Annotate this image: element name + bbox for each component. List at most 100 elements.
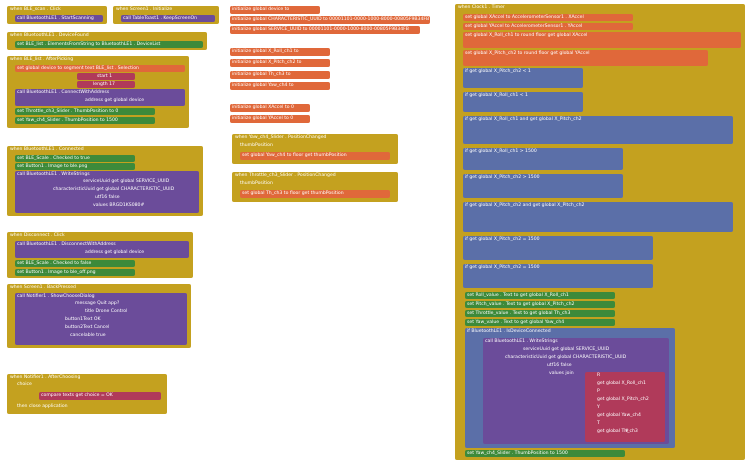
init-label: initialize global YAccel to 0 [232, 116, 294, 121]
service-label: serviceUuid get global SERVICE_UUID [523, 347, 610, 352]
connected-event[interactable]: when BluetoothLE1 . Connected set BLE_Sc… [7, 146, 203, 216]
yaw-slider-changed-event[interactable]: when Yaw_ch4_Slider . PositionChanged th… [232, 134, 398, 164]
if-block-4[interactable]: if get global X_Roll_ch1 > 1500 [463, 148, 623, 170]
after-choosing-event[interactable]: when Notifier1 . AfterChoosing choice co… [7, 374, 167, 414]
init-label: initialize global Th_ch3 to [232, 72, 291, 77]
init-throttle[interactable]: initialize global Th_ch3 to [230, 71, 330, 79]
keep-screen-on-call[interactable]: call TableToast1 . KeepScreenOn [121, 15, 215, 22]
if-label: if get global X_Pitch_ch2 > 1500 [465, 175, 540, 180]
screen-initialize-event[interactable]: when Screen1 . Initialize call TableToas… [113, 6, 219, 24]
init-roll[interactable]: initialize global X_Roll_ch1 to [230, 48, 330, 56]
start-scanning-call[interactable]: call BluetoothLE1 . StartScanning [15, 15, 103, 22]
if-block-2[interactable]: if get global X_Roll_ch1 < 1 [463, 92, 583, 112]
values-label: values join [549, 371, 574, 376]
back-pressed-event[interactable]: when Screen1 . BackPressed call Notifier… [7, 284, 191, 348]
set-elements-block[interactable]: set BLE_list . ElementsFromString to Blu… [15, 41, 203, 48]
char-label: characteristicUuid get global CHARACTERI… [53, 187, 175, 192]
write-strings-call[interactable]: call BluetoothLE1 . WriteStrings service… [483, 338, 669, 444]
init-pitch[interactable]: initialize global X_Pitch_ch2 to [230, 59, 330, 67]
after-picking-event[interactable]: when BLE_list . AfterPicking set global … [7, 56, 189, 128]
init-device[interactable]: initialize global device to [230, 6, 320, 14]
init-yaccel[interactable]: initialize global YAccel to 0 [230, 115, 310, 123]
set-checked-block[interactable]: set BLE_Scale . Checked to true [15, 155, 135, 162]
then-label: then close application [17, 404, 68, 409]
event-label: when Yaw_ch4_Slider . PositionChanged [235, 135, 327, 140]
set-image-block[interactable]: set Button1 . Image to ble.png [15, 163, 135, 170]
throttle-slider-changed-event[interactable]: when Throttle_ch3_Slider . PositionChang… [232, 172, 398, 202]
segment-start[interactable]: start 1 [77, 73, 135, 80]
length-label: length 17 [93, 81, 115, 87]
set-roll-block[interactable]: set global X_Roll_ch1 to round floor get… [463, 32, 741, 48]
set-yaw-thumb[interactable]: set Yaw_ch4_Slider . ThumbPosition to 15… [15, 117, 155, 124]
device-found-event[interactable]: when BluetoothLE1 . DeviceFound set BLE_… [7, 32, 207, 50]
set-throttle-thumb[interactable]: set Throttle_ch3_Slider . ThumbPosition … [15, 108, 155, 115]
set-label: set global YAccel to AccelerometerSensor… [465, 23, 583, 29]
if-block-7[interactable]: if get global X_Pitch_ch2 = 1500 [463, 236, 653, 260]
set-xaccel-block[interactable]: set global XAccel to AccelerometerSensor… [463, 14, 633, 21]
join-item: T [597, 421, 600, 426]
set-device-block[interactable]: set global device to segment text BLE_li… [15, 65, 185, 72]
set-image-block[interactable]: set Button1 . Image to ble_off.png [15, 269, 135, 276]
disconnect-call[interactable]: call BluetoothLE1 . DisconnectWithAddres… [15, 241, 189, 258]
close-app-block[interactable]: then close application [15, 403, 95, 411]
event-label: when BluetoothLE1 . DeviceFound [10, 33, 89, 38]
button1-label: button1Text OK [65, 317, 101, 322]
char-label: characteristicUuid get global CHARACTERI… [505, 355, 627, 360]
set-throttle-label[interactable]: set Throttle_value . Text to get global … [465, 310, 615, 317]
compare-texts-block[interactable]: compare texts get choice = OK [39, 392, 161, 400]
set-pitch-block[interactable]: set global X_Pitch_ch2 to round floor ge… [463, 50, 708, 66]
set-label: set BLE_list . ElementsFromString to Blu… [17, 41, 161, 47]
if-label: if get global X_Pitch_ch2 < 1 [465, 69, 531, 74]
event-label: when Clock1 . Timer [458, 5, 505, 10]
segment-length[interactable]: length 17 [77, 81, 135, 88]
if-block-5[interactable]: if get global X_Pitch_ch2 > 1500 [463, 174, 623, 198]
if-block-3[interactable]: if get global X_Roll_ch1 and get global … [463, 116, 733, 144]
set-checked-block[interactable]: set BLE_Scale . Checked to false [15, 260, 135, 267]
join-block[interactable]: R get global X_Roll_ch1 P get global X_P… [585, 372, 665, 442]
if-connected-block[interactable]: if BluetoothLE1 . IsDeviceConnected call… [465, 328, 675, 448]
event-label: when BLE_list . AfterPicking [10, 57, 74, 62]
disconnect-click-event[interactable]: when Disconnect . Click call BluetoothLE… [7, 232, 193, 278]
init-xaccel[interactable]: initialize global XAccel to 0 [230, 104, 310, 112]
call-label: call TableToast1 . KeepScreenOn [123, 15, 198, 21]
join-item: R [597, 373, 601, 378]
set-yaw-thumb-block[interactable]: set Yaw_ch4_Slider . ThumbPosition to 15… [465, 450, 625, 457]
if-block-1[interactable]: if get global X_Pitch_ch2 < 1 [463, 68, 583, 88]
ble-scan-click-event[interactable]: when BLE_scan . Click call BluetoothLE1 … [7, 6, 107, 24]
init-service-uuid[interactable]: initialize global SERVICE_UUID to 000011… [230, 26, 420, 34]
event-label: when BluetoothLE1 . Connected [10, 147, 84, 152]
init-characteristic-uuid[interactable]: initialize global CHARACTERISTIC_UUID to… [230, 16, 430, 24]
set-yaw-block[interactable]: set global Yaw_ch4 to floor get thumbPos… [240, 152, 390, 160]
if-block-6[interactable]: if get global X_Pitch_ch2 and get global… [463, 202, 733, 232]
compare-label: compare texts get choice = OK [41, 393, 113, 398]
set-label: set Yaw_ch4_Slider . ThumbPosition to 15… [467, 450, 568, 456]
init-yaw[interactable]: initialize global Yaw_ch4 to [230, 82, 330, 90]
connect-call[interactable]: call BluetoothLE1 . ConnectWithAddress a… [15, 89, 185, 106]
event-label: when BLE_scan . Click [10, 7, 61, 12]
thumb-param: thumbPosition [240, 181, 273, 186]
set-label: set global device to segment text BLE_li… [17, 65, 139, 71]
init-label: initialize global X_Roll_ch1 to [232, 49, 299, 54]
set-label: set Throttle_ch3_Slider . ThumbPosition … [17, 108, 119, 114]
set-yaw-label[interactable]: set Yaw_value . Text to get global Yaw_c… [465, 319, 615, 326]
join-item: get global Th_ch3 [597, 429, 638, 434]
set-yaccel-block[interactable]: set global YAccel to AccelerometerSensor… [463, 23, 633, 30]
show-choose-dialog-call[interactable]: call Notifier1 . ShowChooseDialog messag… [15, 293, 187, 345]
if-block-8[interactable]: if get global X_Pitch_ch2 = 1500 [463, 264, 653, 288]
join-item: get global X_Pitch_ch2 [597, 397, 649, 402]
set-throttle-block[interactable]: set global Th_ch3 to floor get thumbPosi… [240, 190, 390, 198]
set-label: set Yaw_ch4_Slider . ThumbPosition to 15… [17, 117, 118, 123]
set-pitch-label[interactable]: set Pitch_value . Text to get global X_P… [465, 301, 615, 308]
clock-timer-event[interactable]: when Clock1 . Timer set global XAccel to… [455, 4, 745, 460]
set-roll-label[interactable]: set Roll_value . Text to get global X_Ro… [465, 292, 615, 299]
button2-label: button2Text Cancel [65, 325, 110, 330]
utf-label: utf16 false [95, 195, 120, 200]
if-label: if get global X_Roll_ch1 > 1500 [465, 149, 537, 154]
if-label: if BluetoothLE1 . IsDeviceConnected [467, 329, 551, 334]
write-strings-call[interactable]: call BluetoothLE1 . WriteStrings service… [15, 171, 199, 213]
call-label: call BluetoothLE1 . ConnectWithAddress [17, 89, 110, 95]
event-label: when Screen1 . BackPressed [10, 285, 76, 290]
call-label: call Notifier1 . ShowChooseDialog [17, 293, 95, 299]
set-label: set Throttle_value . Text to get global … [467, 310, 571, 316]
message-label: message Quit app? [75, 301, 120, 306]
